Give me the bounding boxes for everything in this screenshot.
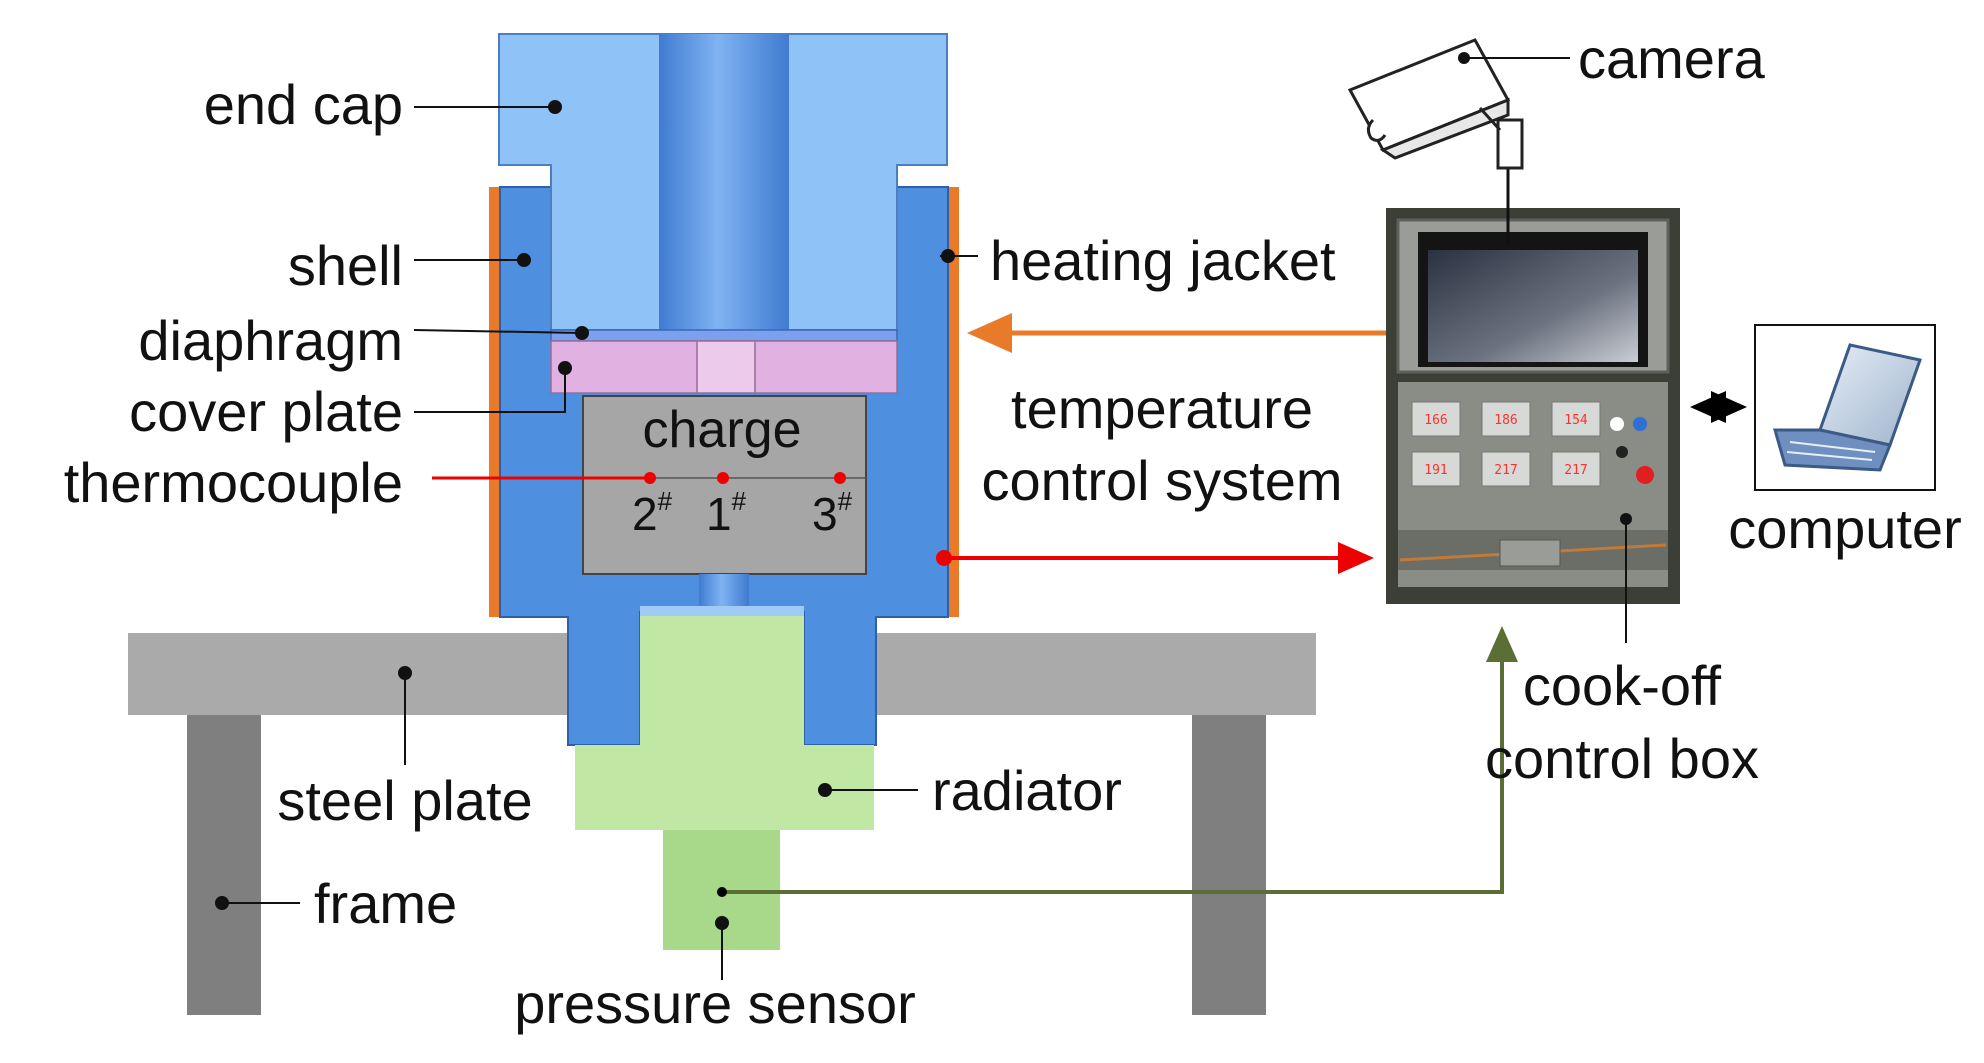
cookoff-control-box: 166 186 154 191 217 217 xyxy=(1386,208,1680,604)
pressure-signal-line xyxy=(722,626,1518,894)
frame-label: frame xyxy=(314,872,457,935)
svg-text:217: 217 xyxy=(1494,463,1517,478)
radiator-label: radiator xyxy=(932,759,1122,822)
bottom-stem-collar xyxy=(640,606,804,616)
computer-icon xyxy=(1754,324,1936,491)
pressure-signal-origin xyxy=(717,887,727,897)
heating-jacket-right xyxy=(948,187,959,617)
svg-text:191: 191 xyxy=(1424,463,1447,478)
tc-label-3: 3# xyxy=(812,486,853,540)
heating-jacket-left xyxy=(489,187,500,617)
camera-leader-dot xyxy=(1458,52,1470,64)
charge xyxy=(582,395,867,575)
radiator-neck xyxy=(640,612,804,745)
cover-plate-label: cover plate xyxy=(129,380,403,443)
temperature-control-label-1: temperature xyxy=(1011,377,1313,440)
control-panel-readouts: 166 186 154 191 217 217 xyxy=(1411,401,1601,487)
shell-label: shell xyxy=(288,234,403,297)
diaphragm-label: diaphragm xyxy=(138,309,403,372)
camera-label: camera xyxy=(1578,27,1766,90)
heating-jacket-label: heating jacket xyxy=(990,229,1336,292)
thermocouple-label: thermocouple xyxy=(64,451,403,514)
diaphragm xyxy=(550,329,898,342)
thermocouple-point-3 xyxy=(834,472,846,484)
tc-label-2: 2# xyxy=(632,486,673,540)
cookoff-label-2: control box xyxy=(1485,727,1759,790)
cookoff-label-1: cook-off xyxy=(1523,654,1722,717)
computer-label: computer xyxy=(1728,497,1961,560)
end-cap-label: end cap xyxy=(204,73,403,136)
temperature-control-label-2: control system xyxy=(982,449,1343,512)
svg-text:154: 154 xyxy=(1564,413,1588,428)
charge-label: charge xyxy=(643,401,802,459)
svg-text:217: 217 xyxy=(1564,463,1587,478)
camera-icon xyxy=(1347,38,1524,170)
cover-plate-port xyxy=(696,340,756,394)
cookoff-leader-dot xyxy=(1620,513,1632,525)
thermocouple-point-1 xyxy=(717,472,729,484)
svg-text:186: 186 xyxy=(1494,413,1517,428)
frame-leg-right xyxy=(1192,715,1266,1015)
frame-leg-left xyxy=(187,715,261,1015)
bottom-stem xyxy=(699,574,749,612)
leader-lines-left xyxy=(215,100,978,980)
svg-text:166: 166 xyxy=(1424,413,1447,428)
tc-label-1: 1# xyxy=(706,486,747,540)
steel-plate-label: steel plate xyxy=(277,769,532,832)
end-cap-rod xyxy=(659,34,789,330)
thermocouple-point-2 xyxy=(644,472,656,484)
pressure-sensor-label: pressure sensor xyxy=(514,972,916,1035)
